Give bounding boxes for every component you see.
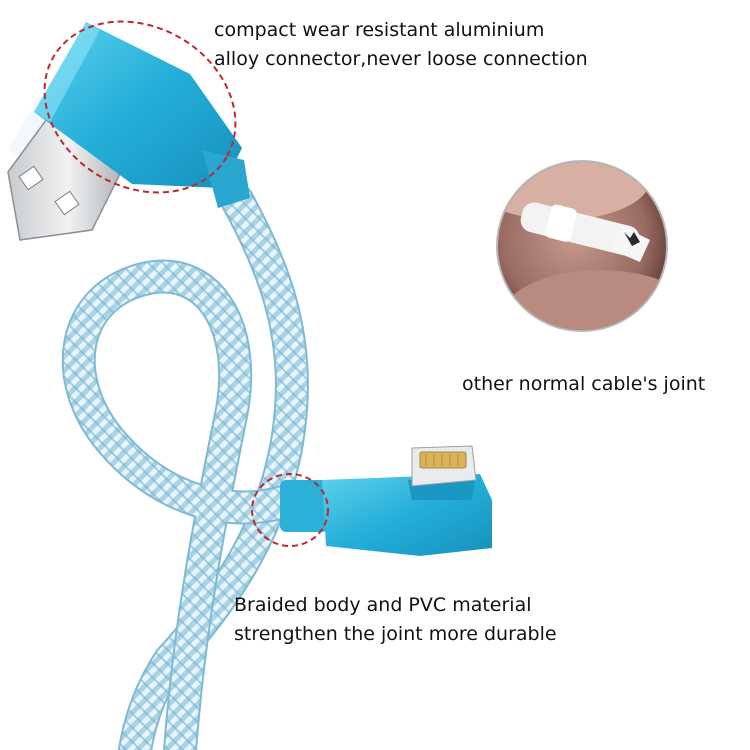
connector-highlight xyxy=(43,20,237,194)
frayed-cable-photo-icon xyxy=(496,160,668,332)
braided-caption-line-2: strengthen the joint more durable xyxy=(234,623,557,645)
joint-highlight xyxy=(251,473,329,547)
connector-caption-line-1: compact wear resistant aluminium xyxy=(214,19,545,41)
usb-a-connector-icon xyxy=(7,22,250,241)
other-joint-caption: other normal cable's joint xyxy=(462,373,706,395)
lightning-connector-icon xyxy=(280,445,492,556)
braided-cable xyxy=(61,183,309,750)
braided-caption: Braided body and PVC material strengthen… xyxy=(234,591,557,649)
connector-caption: compact wear resistant aluminium alloy c… xyxy=(214,16,588,74)
braided-caption-line-1: Braided body and PVC material xyxy=(234,594,532,616)
connector-caption-line-2: alloy connector,never loose connection xyxy=(214,48,588,70)
